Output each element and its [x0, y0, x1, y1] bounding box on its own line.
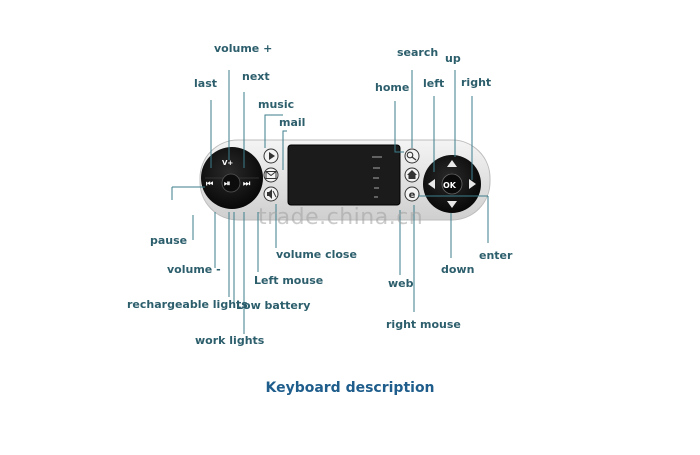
mail-icon [265, 171, 277, 179]
next-key[interactable]: ⏭ [243, 179, 251, 188]
label-right: right [461, 76, 492, 89]
label-rechargeable-lights: rechargeable lights [127, 298, 248, 311]
mute-icon [267, 189, 277, 199]
arrow-up-icon[interactable] [447, 160, 457, 167]
home-icon [407, 170, 417, 179]
label-volume-close: volume close [276, 248, 357, 261]
web-icon: e [409, 190, 416, 201]
label-mail: mail [279, 116, 306, 129]
music-icon [269, 152, 275, 160]
volume-up-key[interactable]: V+ [222, 159, 234, 167]
watermark: trade.china.cn [258, 205, 424, 230]
label-volume-minus: volume - [167, 263, 221, 276]
search-icon [406, 151, 417, 161]
touchpad[interactable] [287, 144, 401, 206]
label-music: music [258, 98, 295, 111]
label-pause: pause [150, 234, 188, 247]
label-next: next [242, 70, 270, 83]
label-low-battery: Low battery [236, 299, 311, 312]
touchpad-scroll-marks [372, 156, 382, 198]
prev-key[interactable]: ⏮ [206, 179, 214, 188]
web-key[interactable] [404, 186, 420, 202]
diagram-title: Keyboard description [265, 380, 435, 396]
play-pause-key[interactable] [221, 173, 241, 193]
label-left: left [423, 77, 445, 90]
label-up: up [445, 52, 461, 65]
arrow-right-icon[interactable] [469, 179, 476, 189]
arrow-left-icon[interactable] [428, 179, 435, 189]
label-work-lights: work lights [195, 334, 265, 347]
ok-key-label: OK [443, 181, 456, 190]
label-enter: enter [479, 249, 513, 262]
arrow-down-icon[interactable] [447, 201, 457, 208]
label-left-mouse: Left mouse [254, 274, 324, 287]
label-web: web [388, 277, 414, 290]
label-right-mouse: right mouse [386, 318, 461, 331]
label-home: home [375, 81, 410, 94]
label-search: search [397, 46, 439, 59]
label-volume-plus: volume + [214, 42, 273, 55]
label-last: last [194, 77, 217, 90]
leader-lines [171, 70, 489, 334]
ok-key[interactable] [441, 173, 463, 195]
play-pause-key-label: ⏯ [224, 179, 231, 188]
label-down: down [441, 263, 475, 276]
